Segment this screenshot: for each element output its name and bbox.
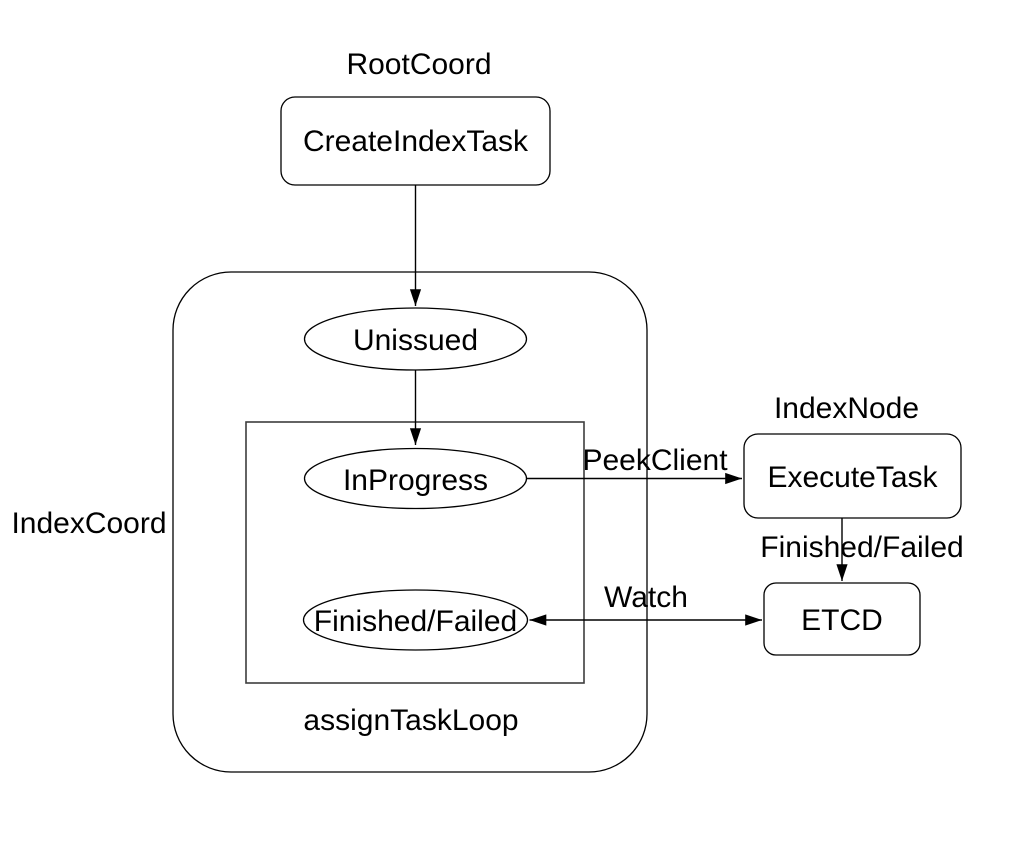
edge-label-watch: Watch	[604, 581, 688, 614]
node-etcd: ETCD	[763, 582, 921, 656]
index-coord-frame	[172, 271, 648, 773]
node-finished-failed: Finished/Failed	[302, 589, 529, 651]
node-create-index-task: CreateIndexTask	[280, 96, 551, 186]
edge-label-finished-failed: Finished/Failed	[760, 531, 963, 564]
etcd-box	[763, 582, 921, 656]
node-execute-task: ExecuteTask	[743, 433, 962, 519]
assign-task-loop-label: assignTaskLoop	[303, 704, 518, 737]
in-progress-ellipse	[303, 447, 528, 510]
execute-task-label: ExecuteTask	[767, 461, 938, 494]
edge-label-peek-client: PeekClient	[582, 444, 728, 477]
finished-failed-label: Finished/Failed	[314, 605, 517, 638]
node-unissued: Unissued	[303, 307, 528, 371]
create-index-task-label: CreateIndexTask	[303, 125, 529, 158]
index-coord-label: IndexCoord	[11, 507, 166, 540]
container-index-coord: IndexCoord	[11, 271, 648, 773]
execute-task-box	[743, 433, 962, 519]
unissued-label: Unissued	[353, 324, 478, 357]
node-in-progress: InProgress	[303, 447, 528, 510]
etcd-label: ETCD	[801, 604, 883, 637]
index-node-label: IndexNode	[774, 392, 919, 425]
in-progress-label: InProgress	[343, 464, 488, 497]
finished-failed-ellipse	[302, 589, 529, 651]
root-coord-label: RootCoord	[346, 48, 491, 81]
